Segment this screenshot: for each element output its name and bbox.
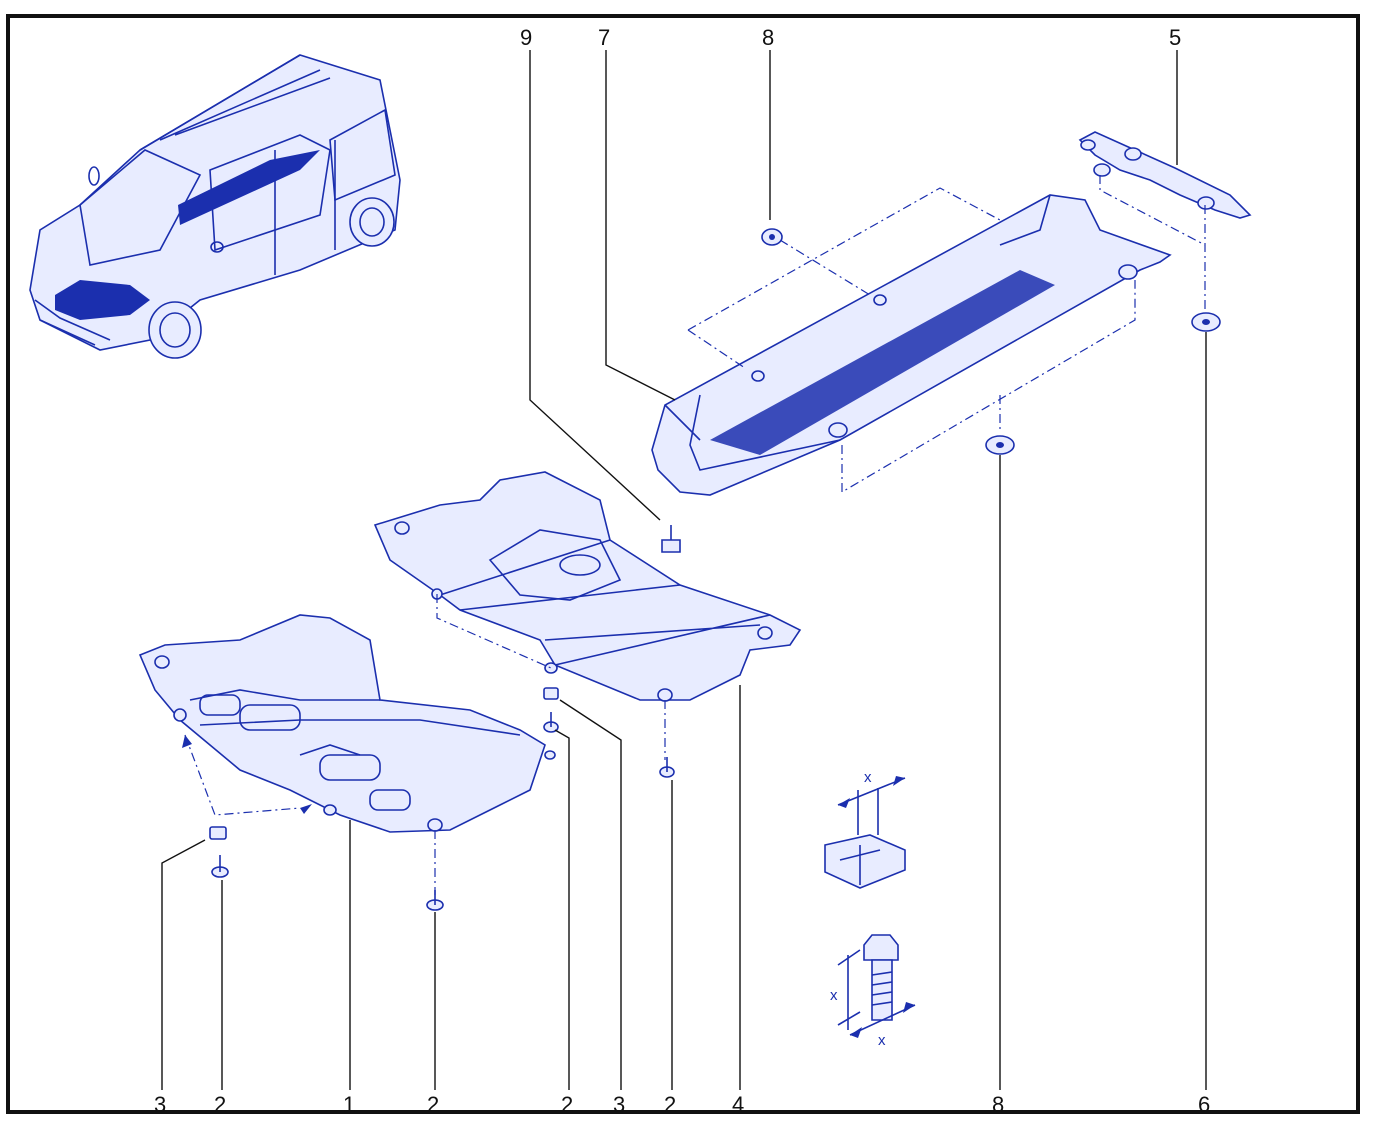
fastener-bolt-9 — [661, 525, 681, 553]
fastener-clip-3b — [543, 687, 559, 700]
part-7-fixing-line-lower — [841, 280, 1136, 494]
diagram-frame — [6, 14, 1360, 1114]
part-1-engine-undertray — [138, 614, 556, 833]
fastener-washer-8-bottom — [985, 435, 1015, 455]
callout-8-top: 8 — [762, 25, 774, 50]
callout-8-bottom: 8 — [992, 1092, 1004, 1117]
fastener-washer-6 — [1191, 312, 1221, 332]
arrowhead-icon — [182, 735, 192, 748]
detail-bolt: x x — [830, 934, 916, 1049]
part-7-tunnel-shield — [651, 194, 1172, 496]
leader-lines — [161, 50, 1207, 1090]
vehicle-illustration — [29, 54, 401, 359]
part-5-fixing-line — [1099, 175, 1206, 310]
part-5-bracket — [1078, 131, 1252, 219]
callout-2-fourth: 2 — [664, 1092, 676, 1117]
fastener-washer-8-top — [761, 228, 783, 246]
part-7-fixing-line-upper — [687, 187, 1001, 369]
fastener-clip-3a — [209, 826, 227, 840]
fastener-screw-2d — [659, 757, 675, 778]
part-4-fixing-line — [436, 594, 666, 760]
callout-1: 1 — [343, 1092, 355, 1117]
part-1-fixing-line — [184, 734, 436, 895]
callout-2-first: 2 — [214, 1092, 226, 1117]
callout-9: 9 — [520, 25, 532, 50]
clip-dimension-x: x — [864, 769, 872, 786]
fastener-screw-2a — [211, 855, 229, 878]
callout-7: 7 — [598, 25, 610, 50]
callout-3-left: 3 — [154, 1092, 166, 1117]
callout-4: 4 — [732, 1092, 744, 1117]
callout-2-third: 2 — [561, 1092, 573, 1117]
callout-6: 6 — [1198, 1092, 1210, 1117]
detail-speed-clip: x — [824, 769, 906, 889]
fastener-screw-2b — [426, 890, 444, 911]
callout-3-right: 3 — [613, 1092, 625, 1117]
bolt-dimension-x-diameter: x — [878, 1032, 886, 1049]
arrowhead-icon — [300, 804, 312, 814]
part-4-center-shield — [373, 471, 802, 702]
fastener-screw-2c — [543, 712, 559, 733]
callout-2-second: 2 — [427, 1092, 439, 1117]
bolt-dimension-x-length: x — [830, 987, 838, 1004]
callout-5: 5 — [1169, 25, 1181, 50]
